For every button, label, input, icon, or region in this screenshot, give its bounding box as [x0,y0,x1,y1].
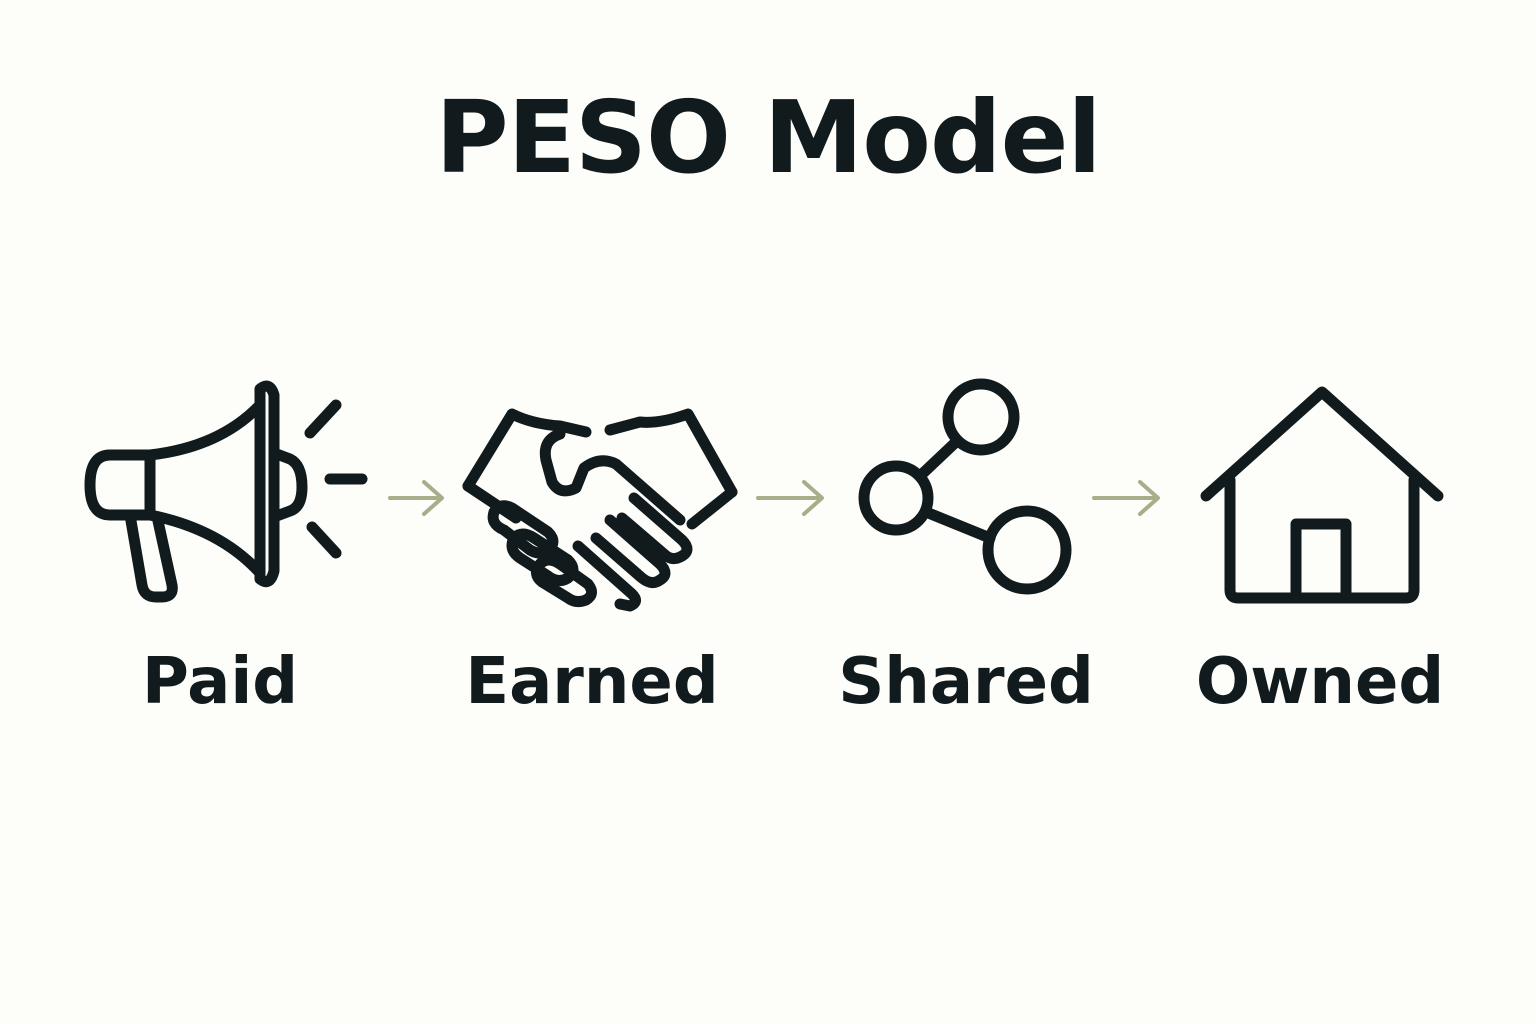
handshake-icon [460,400,740,612]
arrow-right-icon [754,478,826,518]
house-icon [1196,384,1446,606]
step-label-earned: Earned [465,645,719,719]
step-label-shared: Shared [838,645,1094,719]
arrow-right-icon [386,478,446,518]
step-label-paid: Paid [141,645,299,719]
diagram-title: PESO Model [435,79,1101,196]
arrow-right-icon [1090,478,1162,518]
megaphone-icon [80,375,380,615]
step-label-owned: Owned [1195,645,1445,719]
share-nodes-icon [856,370,1076,610]
